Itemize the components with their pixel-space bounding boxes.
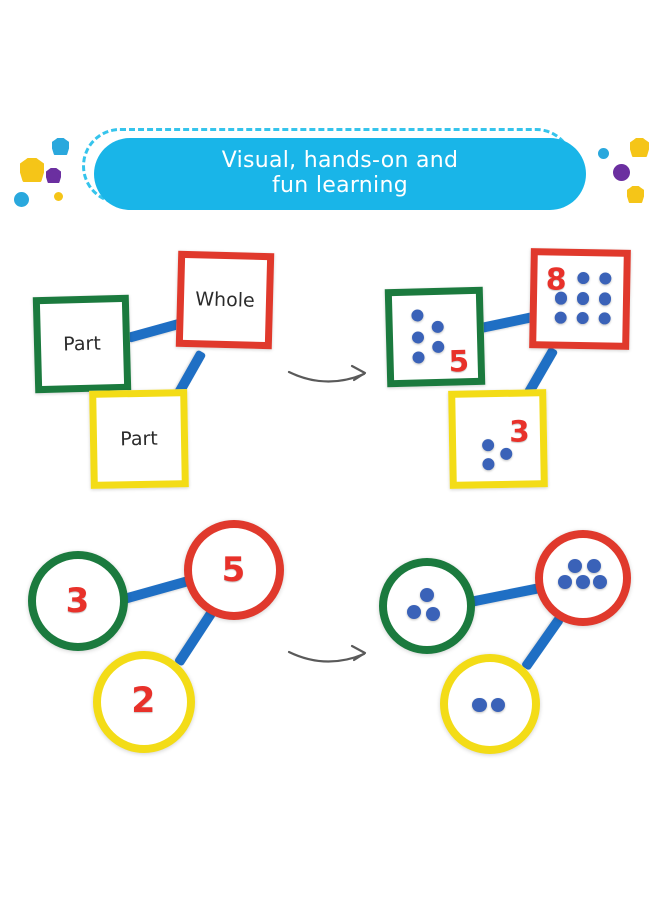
blue-counter bbox=[411, 330, 425, 344]
numeral-3: 3 bbox=[508, 414, 530, 450]
blue-counter bbox=[558, 574, 573, 589]
blue-counter bbox=[407, 605, 422, 620]
star-purple-left-icon bbox=[46, 168, 61, 183]
rod-green-to-red bbox=[122, 575, 194, 604]
green-five-square: 5 bbox=[384, 286, 486, 388]
blue-counter bbox=[500, 447, 513, 460]
red-eight-square: 8 bbox=[529, 248, 631, 350]
counter-area: 8 bbox=[536, 255, 622, 341]
numeral-2: 2 bbox=[131, 681, 156, 722]
green-part-square: Part bbox=[32, 294, 132, 394]
blue-counter bbox=[598, 292, 612, 306]
blue-counter bbox=[419, 587, 434, 602]
red-five-circle: 5 bbox=[184, 520, 284, 620]
blue-counter bbox=[575, 574, 590, 589]
square-word-label: Part bbox=[120, 427, 158, 451]
star-yellow-left-icon bbox=[20, 158, 44, 182]
blue-counter bbox=[411, 309, 424, 322]
blue-counter bbox=[412, 350, 425, 364]
numeral-5: 5 bbox=[448, 344, 470, 379]
dot-yellow-left bbox=[54, 192, 63, 201]
blue-counter bbox=[567, 558, 582, 573]
banner-text: Visual, hands-on and fun learning bbox=[221, 148, 459, 198]
numeral-5: 5 bbox=[221, 549, 246, 590]
red-five-circle bbox=[535, 530, 631, 626]
counter-area bbox=[543, 538, 623, 618]
blue-counter bbox=[426, 606, 441, 621]
arrow-circles-icon bbox=[286, 642, 372, 680]
blue-counter bbox=[490, 697, 506, 713]
blue-counter bbox=[472, 697, 487, 713]
blue-counter bbox=[481, 439, 494, 452]
blue-counter bbox=[481, 457, 495, 470]
blue-counter bbox=[554, 311, 567, 324]
counter-area: 3 bbox=[455, 396, 540, 481]
dot-purple-right bbox=[613, 164, 630, 181]
banner-pill bbox=[94, 138, 586, 210]
counter-area bbox=[448, 662, 531, 745]
yellow-three-square: 3 bbox=[448, 389, 548, 489]
blue-counter bbox=[432, 340, 445, 353]
yellow-two-circle: 2 bbox=[93, 651, 195, 753]
blue-counter bbox=[576, 311, 589, 325]
star-yellow-rt-1-icon bbox=[630, 138, 649, 157]
blue-counter bbox=[431, 320, 444, 333]
arrow-squares-icon bbox=[286, 362, 372, 400]
dot-blue-left bbox=[14, 192, 29, 207]
counter-area bbox=[387, 566, 467, 646]
blue-counter bbox=[599, 272, 612, 285]
dot-blue-right bbox=[598, 148, 609, 159]
blue-counter bbox=[576, 292, 590, 305]
blue-counter bbox=[598, 312, 611, 325]
yellow-two-circle bbox=[440, 654, 540, 754]
yellow-part-square: Part bbox=[89, 389, 189, 489]
star-yellow-rt-2-icon bbox=[627, 186, 644, 203]
square-word-label: Whole bbox=[195, 288, 255, 312]
star-blue-left-icon bbox=[52, 138, 69, 155]
blue-counter bbox=[587, 558, 601, 573]
green-three-circle: 3 bbox=[28, 551, 128, 651]
red-whole-square: Whole bbox=[175, 250, 275, 350]
green-three-circle bbox=[379, 558, 475, 654]
numeral-8: 8 bbox=[545, 262, 568, 298]
counter-area: 5 bbox=[392, 294, 477, 379]
blue-counter bbox=[576, 271, 590, 285]
square-word-label: Part bbox=[62, 332, 102, 356]
headline-banner: Visual, hands-on and fun learning bbox=[78, 128, 588, 228]
numeral-3: 3 bbox=[65, 580, 90, 621]
rod-green-to-red bbox=[469, 583, 541, 607]
blue-counter bbox=[593, 574, 608, 589]
